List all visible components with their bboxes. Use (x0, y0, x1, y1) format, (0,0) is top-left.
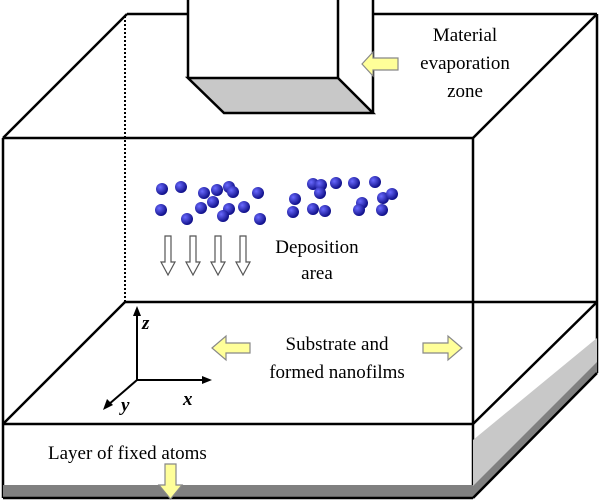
chamber-box (1, 12, 599, 498)
x-arrowhead-icon (202, 376, 212, 384)
x-axis-label: x (182, 389, 193, 410)
atom (254, 213, 266, 225)
atom (155, 204, 167, 216)
substrate-left-arrow-icon (211, 334, 251, 362)
substrate-label-2: formed nanofilms (269, 362, 405, 383)
atom (207, 196, 219, 208)
atom (330, 177, 342, 189)
deposition-arrows (159, 235, 252, 277)
atom (211, 184, 223, 196)
atom (369, 176, 381, 188)
deposition-label-2: area (301, 263, 333, 284)
fixed-layer-arrow-icon (157, 463, 184, 500)
top-right-edge (472, 13, 598, 139)
atom (227, 186, 239, 198)
down-arrow-icon (209, 235, 227, 277)
atom (217, 210, 229, 222)
coordinate-axes (107, 312, 204, 406)
atom (289, 193, 301, 205)
atom (386, 188, 398, 200)
evaporation-label-1: Material (433, 25, 497, 46)
z-axis-label: z (141, 313, 150, 334)
fixed-layer-label: Layer of fixed atoms (48, 443, 207, 464)
substrate-label-1: Substrate and (286, 334, 389, 355)
y-axis-label: y (119, 395, 130, 416)
z-arrowhead-icon (133, 306, 141, 316)
atom (156, 183, 168, 195)
fixed-atoms-layer-strip (3, 485, 473, 498)
substrate-side-dark (473, 362, 597, 498)
atom (376, 204, 388, 216)
down-arrow-icon (159, 235, 177, 277)
evaporation-arrow-icon (361, 50, 399, 78)
atom-cloud (155, 176, 398, 225)
substrate-right-arrow-icon (422, 334, 463, 362)
atom (314, 187, 326, 199)
atom (307, 203, 319, 215)
down-arrow-icon (184, 235, 202, 277)
deposition-label-1: Deposition (275, 237, 359, 258)
atom (181, 213, 193, 225)
atom (175, 181, 187, 193)
atom (252, 187, 264, 199)
y-arrowhead-icon (103, 399, 113, 410)
atom (198, 187, 210, 199)
atom (238, 201, 250, 213)
evaporation-label-2: evaporation (420, 53, 510, 74)
atom (348, 177, 360, 189)
evaporation-label-3: zone (447, 81, 483, 102)
substrate-outline (2, 300, 598, 500)
atom (353, 204, 365, 216)
top-left-edge (2, 13, 128, 139)
down-arrow-icon (234, 235, 252, 277)
evaporator-block (184, 0, 377, 115)
atom (319, 205, 331, 217)
atom (195, 202, 207, 214)
atom (377, 192, 389, 204)
atom (287, 206, 299, 218)
